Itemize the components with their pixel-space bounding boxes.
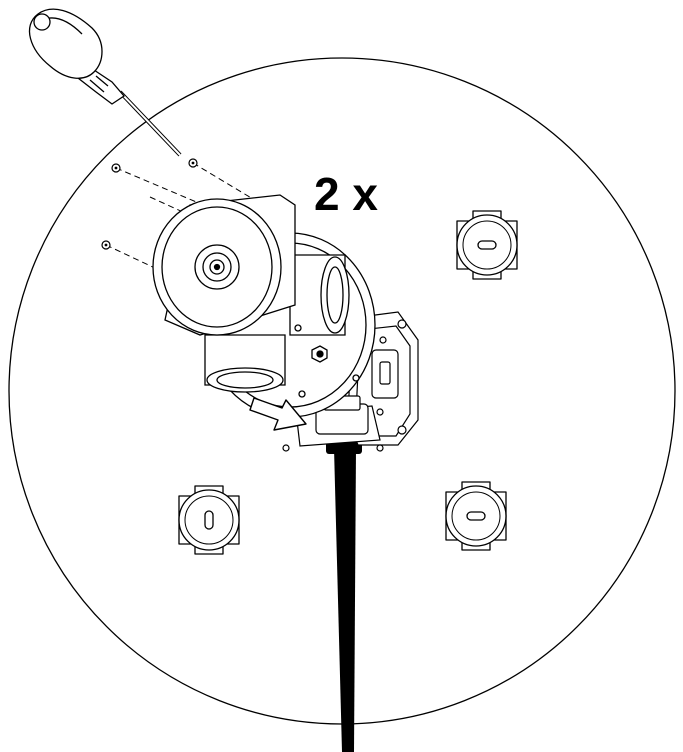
- grommet-top-right: [456, 210, 518, 280]
- screw-icon: [111, 163, 121, 173]
- screwdriver-icon: [28, 8, 182, 157]
- quantity-label: 2 x: [314, 168, 378, 220]
- arrow-icon: [249, 397, 307, 431]
- screw-icon: [188, 158, 198, 168]
- screw-icon: [101, 240, 111, 250]
- grommet-bottom-left: [178, 485, 240, 555]
- front-cap: [152, 194, 296, 336]
- connector-housing: [282, 395, 384, 452]
- grommet-bottom-right: [445, 481, 507, 551]
